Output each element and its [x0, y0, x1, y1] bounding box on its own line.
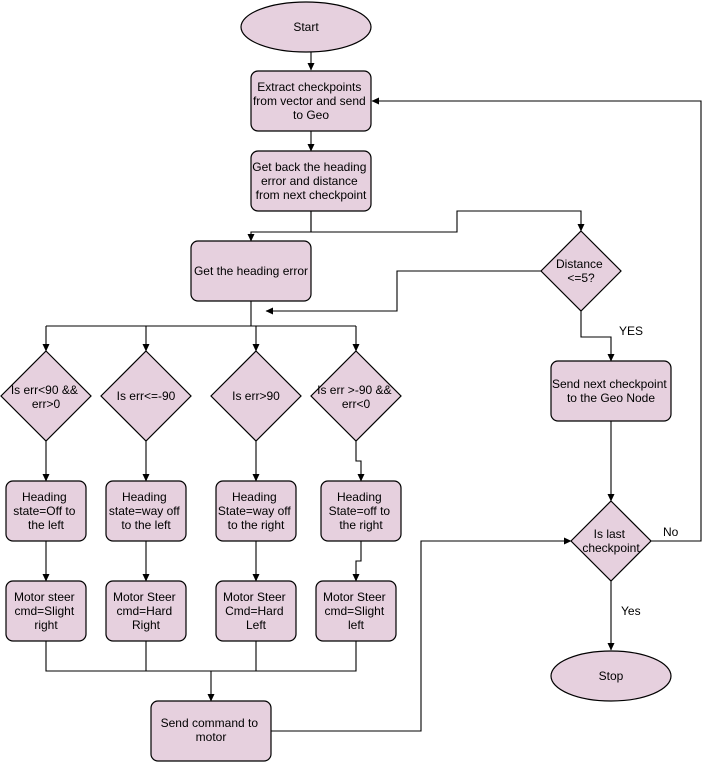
edge-label-yes-distance: YES	[619, 324, 643, 338]
heading-state-3-node: Heading State=way off to the right	[215, 480, 297, 542]
get-heading-error-node: Get the heading error	[190, 240, 312, 302]
condition-1-label: Is err<90 && err>0	[11, 383, 81, 411]
heading-state-2-node: Heading state=way off to the left	[105, 480, 187, 542]
start-node: Start	[240, 1, 372, 53]
edge-distance-yes-to-sendnext	[580, 311, 615, 362]
heading-state-4-node: Heading State=off to the right	[320, 480, 402, 542]
motor-steer-1-label: Motor steer cmd=Slight right	[14, 590, 78, 632]
edge-state4-to-steer4	[352, 541, 362, 582]
motor-steer-2-node: Motor Steer cmd=Hard Right	[105, 580, 187, 642]
stop-node: Stop	[550, 650, 672, 702]
edges	[42, 52, 702, 732]
motor-steer-2-label: Motor Steer cmd=Hard Right	[113, 590, 179, 632]
condition-1-node: Is err<90 && err>0	[0, 350, 92, 442]
edge-getheading-branch-trunk	[46, 301, 356, 327]
extract-checkpoints-label: Extract checkpoints from vector and send…	[253, 80, 369, 122]
heading-state-4-label: Heading State=off to the right	[329, 490, 394, 532]
heading-state-1-node: Heading state=Off to the left	[5, 480, 87, 542]
condition-2-node: Is err<=-90	[100, 350, 192, 442]
edge-islast-no-to-extract	[371, 97, 702, 542]
condition-2-label: Is err<=-90	[117, 389, 176, 403]
motor-steer-4-label: Motor Steer cmd=Slight left	[323, 590, 389, 632]
heading-state-2-label: Heading state=way off to the left	[109, 490, 183, 532]
edge-label-no-last: No	[663, 525, 679, 539]
edge-getback-to-distance	[310, 210, 585, 233]
stop-label: Stop	[599, 669, 624, 683]
edge-sendcmd-to-islast	[271, 537, 572, 732]
condition-3-node: Is err>90	[210, 350, 302, 442]
heading-state-3-label: Heading State=way off to the right	[218, 490, 294, 532]
heading-state-1-label: Heading state=Off to the left	[13, 490, 79, 532]
send-command-label: Send command to motor	[161, 716, 262, 744]
edge-label-yes-last: Yes	[621, 604, 641, 618]
get-heading-error-label: Get the heading error	[194, 264, 308, 278]
extract-checkpoints-node: Extract checkpoints from vector and send…	[250, 70, 372, 132]
motor-steer-1-node: Motor steer cmd=Slight right	[5, 580, 87, 642]
get-back-heading-label: Get back the heading error and distance …	[252, 160, 369, 202]
condition-3-label: Is err>90	[232, 389, 280, 403]
condition-4-node: Is err >-90 && err<0	[310, 350, 402, 442]
edge-distance-no-to-getheading	[265, 270, 541, 315]
send-next-checkpoint-node: Send next checkpoint to the Geo Node	[550, 360, 672, 422]
motor-steer-3-node: Motor Steer Cmd=Hard Left	[215, 580, 297, 642]
get-back-heading-node: Get back the heading error and distance …	[250, 150, 372, 212]
condition-4-label: Is err >-90 && err<0	[317, 383, 395, 411]
motor-steer-4-node: Motor Steer cmd=Slight left	[315, 580, 397, 642]
edge-steers-merge	[45, 641, 357, 672]
send-next-checkpoint-label: Send next checkpoint to the Geo Node	[552, 377, 670, 405]
motor-steer-3-label: Motor Steer Cmd=Hard Left	[223, 590, 289, 632]
send-command-node: Send command to motor	[150, 700, 272, 762]
edge-cond4-to-state4	[355, 441, 365, 482]
distance-decision-node: Distance <=5?	[540, 230, 622, 312]
start-label: Start	[293, 20, 319, 34]
is-last-checkpoint-node: Is last checkpoint	[570, 500, 652, 582]
edge-getback-to-getheading	[247, 211, 312, 242]
distance-decision-label: Distance <=5?	[556, 257, 606, 285]
is-last-checkpoint-label: Is last checkpoint	[582, 527, 640, 555]
